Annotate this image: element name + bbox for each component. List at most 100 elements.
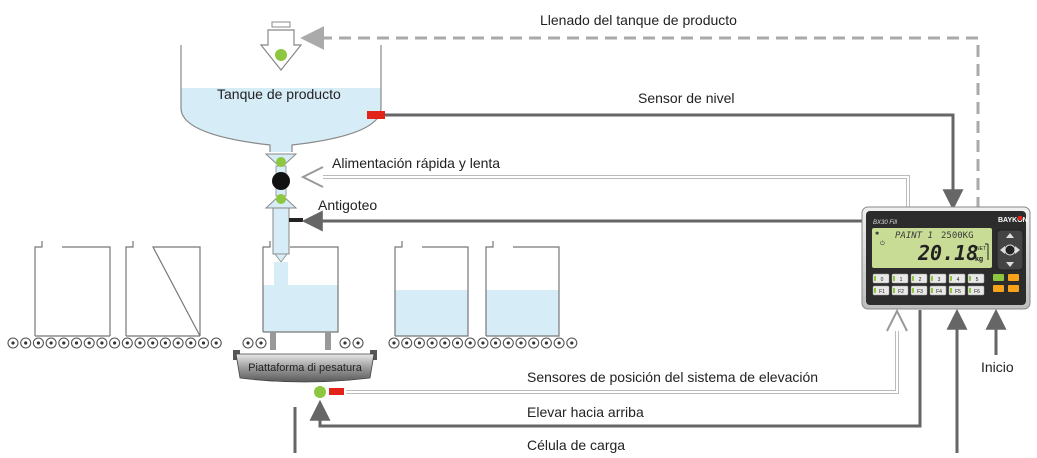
key-label: 3 (938, 277, 941, 283)
level-sensor-label: Sensor de nivel (638, 90, 735, 106)
inlet-arrow (259, 21, 303, 71)
indicator-model: BX30 Fill (873, 220, 898, 226)
key-label: F2 (898, 289, 904, 295)
key-label: F4 (936, 289, 942, 295)
roller (159, 337, 171, 349)
roller (426, 337, 438, 349)
roller (109, 337, 121, 349)
roller (439, 337, 451, 349)
roller (464, 337, 476, 349)
key-f4[interactable]: F4 (929, 285, 947, 296)
roller (83, 337, 95, 349)
raise-label: Elevar hacia arriba (527, 404, 644, 420)
roller (502, 337, 514, 349)
roller (388, 337, 400, 349)
key-f3[interactable]: F3 (910, 285, 928, 296)
key-label: 1 (900, 277, 903, 283)
display-line1: PAINT 1 (895, 231, 933, 241)
display-capacity: 2500KG (941, 231, 974, 241)
key-f5[interactable]: F5 (948, 285, 966, 296)
load-cell-line: Célula de carga (293, 308, 968, 453)
roller (70, 337, 83, 349)
key-label: F5 (955, 289, 961, 295)
roller (540, 337, 552, 349)
roller (515, 337, 527, 349)
containers (34, 241, 560, 337)
roller (121, 337, 133, 349)
roller (7, 337, 19, 349)
enter-button[interactable] (1004, 244, 1016, 256)
roller (413, 337, 425, 349)
roller (451, 337, 464, 349)
roller (210, 337, 222, 349)
anti-drip-label: Antigoteo (318, 197, 377, 213)
navigation-pad[interactable] (996, 229, 1024, 271)
anti-drip-line: Antigoteo (301, 197, 870, 232)
display-weight: 20.18 (917, 241, 978, 265)
svg-text:ΝΕΤ: ΝΕΤ (976, 246, 986, 252)
load-cell-label: Célula de carga (527, 437, 625, 453)
weighing-platform: Piattaforma di pesatura (233, 332, 377, 383)
roller (553, 337, 565, 349)
roller (20, 337, 32, 349)
key-label: 4 (957, 277, 960, 283)
roller-conveyor (7, 337, 578, 349)
start-line: Inicio (981, 308, 1014, 375)
up-arrow-icon[interactable] (1006, 233, 1014, 238)
inlet-indicator-icon (275, 49, 287, 61)
key-0[interactable]: 0 (872, 273, 890, 284)
keypad[interactable]: 0 1 2 3 4 5F1 F2 F3 F4 F5 F6 (872, 273, 985, 296)
orange-key-2[interactable] (993, 285, 1004, 292)
roller (45, 337, 57, 349)
indicator-brand: BAYKON (998, 217, 1028, 224)
key-f2[interactable]: F2 (891, 285, 909, 296)
feed-line: Alimentación rápida y lenta (305, 155, 910, 228)
green-key-1[interactable] (993, 274, 1004, 281)
roller (147, 337, 159, 349)
roller (96, 337, 108, 349)
position-sensors-label: Sensores de posición del sistema de elev… (527, 369, 818, 385)
key-f6[interactable]: F6 (967, 285, 985, 296)
key-label: 5 (976, 277, 979, 283)
roller (185, 337, 197, 349)
position-sensor-icon (314, 386, 326, 398)
roller (528, 337, 540, 349)
start-label: Inicio (981, 359, 1014, 375)
roller (242, 337, 254, 349)
product-tank: Tanque de producto (180, 45, 385, 152)
key-5[interactable]: 5 (967, 273, 985, 284)
slow-feed-icon (276, 194, 286, 204)
key-2[interactable]: 2 (910, 273, 928, 284)
raise-line: Elevar hacia arriba (309, 310, 922, 428)
fast-feed-icon (276, 157, 286, 167)
roller (58, 337, 70, 349)
key-4[interactable]: 4 (948, 273, 966, 284)
left-arrow-icon[interactable] (1000, 246, 1005, 254)
valve-icon (272, 172, 290, 190)
key-1[interactable]: 1 (891, 273, 909, 284)
svg-text:✱: ✱ (875, 231, 879, 237)
filling-label: Llenado del tanque de producto (540, 12, 737, 28)
right-arrow-icon[interactable] (1015, 246, 1020, 254)
roller (197, 337, 210, 349)
position-sensor-red (329, 388, 344, 395)
orange-key-1[interactable] (1008, 274, 1019, 281)
power-icon: ⏻ (880, 240, 885, 247)
level-sensor-line: Sensor de nivel (385, 90, 964, 211)
key-label: F3 (917, 289, 923, 295)
roller (255, 337, 267, 349)
key-3[interactable]: 3 (929, 273, 947, 284)
roller (401, 337, 413, 349)
feed-label: Alimentación rápida y lenta (332, 155, 500, 171)
down-arrow-icon[interactable] (1006, 262, 1014, 267)
key-label: F6 (974, 289, 980, 295)
roller (134, 337, 146, 349)
platform-label: Piattaforma di pesatura (248, 362, 363, 374)
display-unit: kg (975, 256, 983, 263)
orange-key-3[interactable] (1008, 285, 1019, 292)
roller (352, 337, 364, 349)
roller (339, 337, 351, 349)
key-label: 2 (919, 277, 922, 283)
key-f1[interactable]: F1 (872, 285, 890, 296)
